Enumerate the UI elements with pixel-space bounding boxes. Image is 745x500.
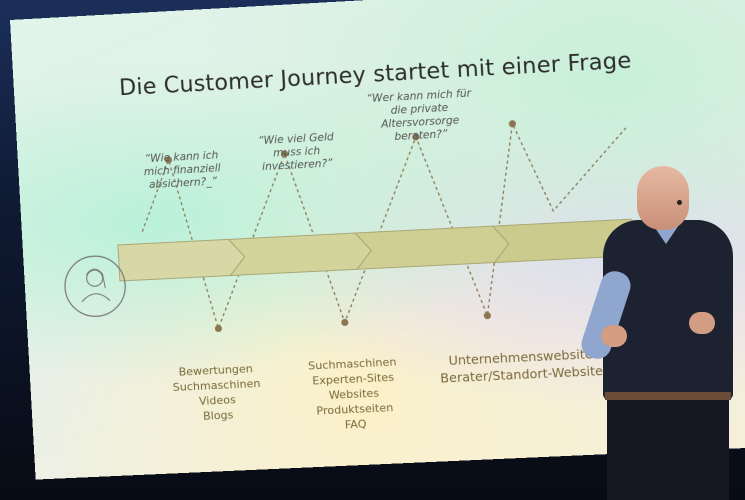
speaker-belt bbox=[605, 392, 731, 400]
speaker-legs bbox=[607, 400, 729, 500]
touchpoints-group-2: Suchmaschinen Experten-Sites Websites Pr… bbox=[296, 354, 412, 435]
question-dot-4 bbox=[509, 120, 517, 127]
journey-arrow-band bbox=[118, 218, 654, 281]
question-2: “Wie viel Geld muss ich investieren?” bbox=[250, 131, 343, 175]
speaker-hand-right bbox=[689, 312, 715, 334]
speaker-hand-left bbox=[601, 325, 627, 347]
speaker-photo bbox=[585, 160, 745, 500]
speaker-head bbox=[637, 166, 689, 230]
microphone-icon bbox=[677, 200, 682, 205]
touchpoint-dot-1 bbox=[215, 325, 222, 332]
question-3: “Wer kann mich für die private Altersvor… bbox=[362, 87, 477, 145]
touchpoint-dot-3 bbox=[484, 312, 492, 319]
question-1: “Wie kann ich mich finanziell absichern?… bbox=[136, 149, 229, 193]
touchpoint-dot-2 bbox=[341, 319, 348, 326]
touchpoints-group-1: Bewertungen Suchmaschinen Videos Blogs bbox=[165, 360, 269, 425]
persona-icon bbox=[63, 255, 126, 318]
